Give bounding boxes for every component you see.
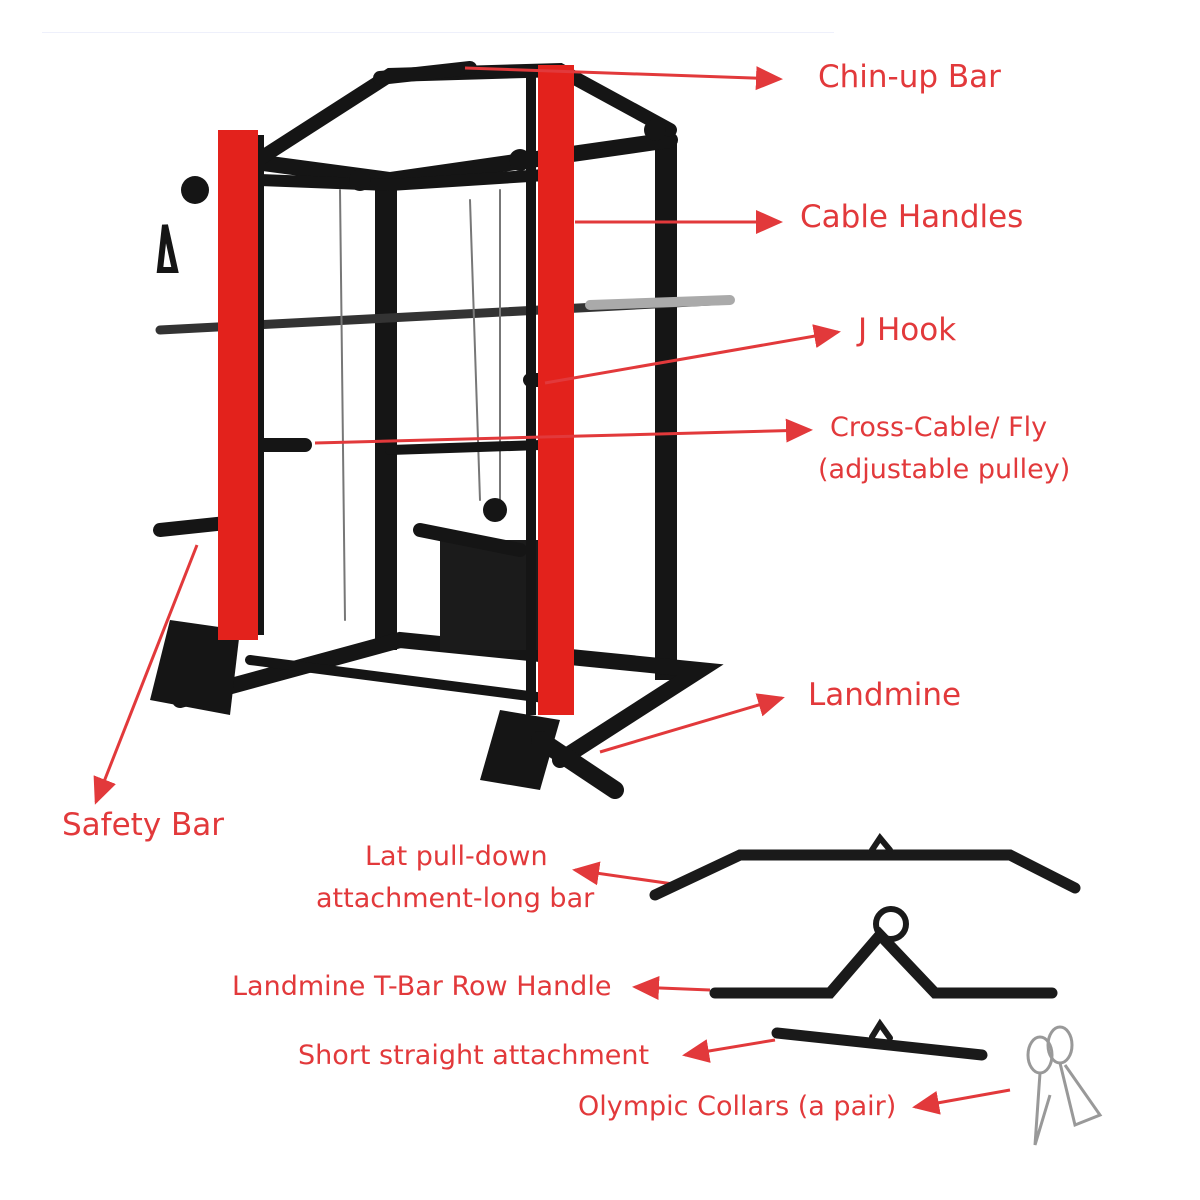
lat-pulldown-bar	[649, 832, 1081, 901]
arrow-j-hook	[544, 324, 841, 385]
olympic-collars	[1026, 1025, 1103, 1146]
red-uprights	[218, 65, 574, 715]
arrow-lat-pulldown	[572, 861, 681, 887]
label-cable-handles: Cable Handles	[800, 199, 1024, 235]
label-lat-pulldown-line2: attachment-long bar	[316, 883, 595, 914]
arrow-chin-up-bar	[464, 66, 783, 91]
tbar-row-handle	[709, 906, 1058, 999]
arrow-landmine	[599, 693, 785, 754]
label-j-hook: J Hook	[858, 312, 957, 348]
rack-frame	[150, 61, 735, 799]
label-olympic-collars: Olympic Collars (a pair)	[578, 1091, 897, 1122]
arrow-short-straight	[682, 1038, 776, 1063]
label-tbar-handle: Landmine T-Bar Row Handle	[232, 971, 612, 1002]
short-straight-bar	[771, 1018, 988, 1061]
arrow-olympic-collars	[912, 1088, 1011, 1115]
label-lat-pulldown-line1: Lat pull-down	[365, 841, 548, 872]
label-cross-cable-line2: (adjustable pulley)	[818, 454, 1071, 485]
divider	[42, 32, 834, 33]
arrow-safety-bar	[93, 544, 199, 805]
label-cross-cable-line1: Cross-Cable/ Fly	[830, 412, 1048, 443]
arrow-cross-cable	[314, 418, 813, 445]
label-short-straight: Short straight attachment	[298, 1040, 650, 1071]
label-safety-bar: Safety Bar	[62, 807, 225, 843]
arrow-tbar-handle	[632, 975, 711, 1000]
label-chin-up-bar: Chin-up Bar	[818, 59, 1001, 95]
leader-arrows	[93, 66, 1011, 1115]
label-landmine: Landmine	[808, 677, 962, 713]
